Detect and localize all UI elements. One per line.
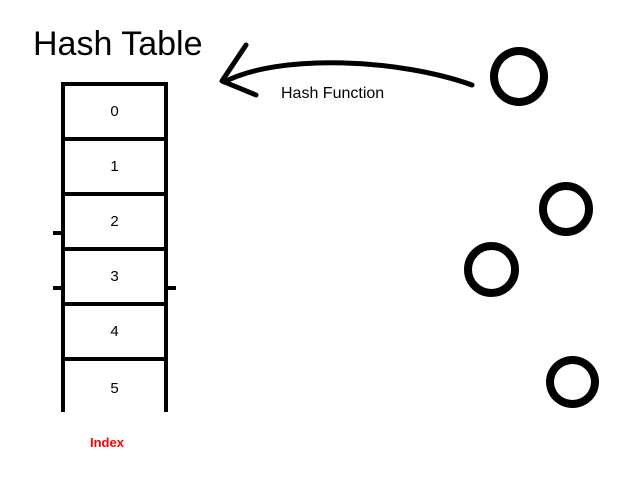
bucket-index-label: 2 — [110, 213, 119, 230]
divider-overrun-mark — [53, 231, 65, 235]
table-row: 0 — [65, 86, 164, 141]
divider-overrun-mark — [164, 286, 176, 290]
table-row: 3 — [65, 251, 164, 306]
bucket-index-label: 4 — [110, 323, 119, 340]
bucket-index-label: 0 — [110, 103, 119, 120]
key-circle-icon — [490, 47, 548, 106]
table-row: 1 — [65, 141, 164, 196]
key-circle-icon — [546, 356, 599, 408]
table-row: 5 — [65, 361, 164, 416]
hash-function-label: Hash Function — [281, 85, 385, 102]
hash-table-bucket-array: 0 1 2 3 4 5 — [61, 82, 168, 416]
divider-overrun-mark — [53, 286, 65, 290]
hash-function-arrow-icon — [219, 42, 475, 98]
page-title: Hash Table — [33, 25, 203, 63]
bucket-index-label: 1 — [110, 158, 119, 175]
table-row: 2 — [65, 196, 164, 251]
key-circle-icon — [539, 182, 593, 236]
key-circle-icon — [464, 242, 519, 297]
bucket-index-label: 3 — [110, 268, 119, 285]
bucket-index-label: 5 — [110, 380, 119, 397]
table-row: 4 — [65, 306, 164, 361]
index-caption: Index — [90, 435, 124, 450]
